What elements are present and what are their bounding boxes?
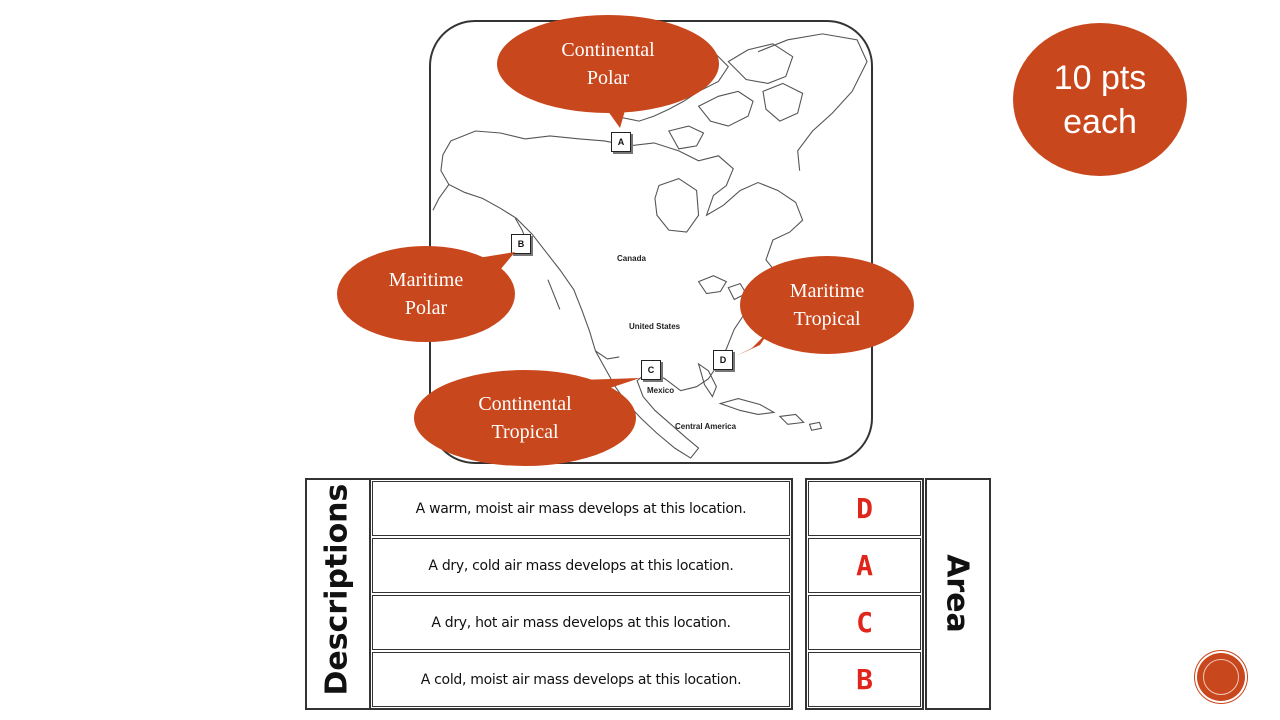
descriptions-header: Descriptions [319,483,355,696]
callout-maritime-polar-line2: Polar [404,297,448,319]
callout-continental-polar-line2: Polar [586,67,630,89]
marker-d: D [713,350,733,370]
callout-maritime-tropical-line1: Maritime [789,280,865,302]
description-row-2: A dry, cold air mass develops at this lo… [372,538,790,593]
marker-a: A [611,132,631,152]
circle-button-icon[interactable] [1197,653,1245,701]
answers-column [805,478,924,710]
description-row-4: A cold, moist air mass develops at this … [372,652,790,707]
map-label-united-states: United States [629,322,681,331]
descriptions-column [369,478,793,710]
callout-continental-tropical-line1: Continental [478,393,572,415]
points-badge-line1: 10 pts [1053,58,1147,97]
answer-cell-4: B [808,652,921,707]
map-label-central-america: Central America [675,422,737,431]
area-header-box: Area [925,478,991,710]
map-label-canada: Canada [617,254,646,263]
callout-continental-polar: Continental Polar [497,15,719,113]
callout-continental-polar-line1: Continental [561,39,655,61]
callout-maritime-polar-line1: Maritime [388,269,464,291]
points-badge-line2: each [1063,102,1137,141]
descriptions-header-box: Descriptions [305,478,373,710]
callout-maritime-tropical-line2: Tropical [793,308,861,330]
answer-cell-2: A [808,538,921,593]
points-badge: 10 pts each [1013,23,1187,176]
callout-continental-tropical-line2: Tropical [491,421,559,443]
marker-c: C [641,360,661,380]
answer-cell-1: D [808,481,921,536]
answer-cell-3: C [808,595,921,650]
description-row-3: A dry, hot air mass develops at this loc… [372,595,790,650]
callout-maritime-polar: Maritime Polar [337,246,515,342]
map-label-mexico: Mexico [647,386,675,395]
description-row-1: A warm, moist air mass develops at this … [372,481,790,536]
callout-continental-tropical: Continental Tropical [414,370,636,466]
callout-maritime-tropical: Maritime Tropical [740,256,914,354]
area-header: Area [939,554,975,633]
marker-b: B [511,234,531,254]
